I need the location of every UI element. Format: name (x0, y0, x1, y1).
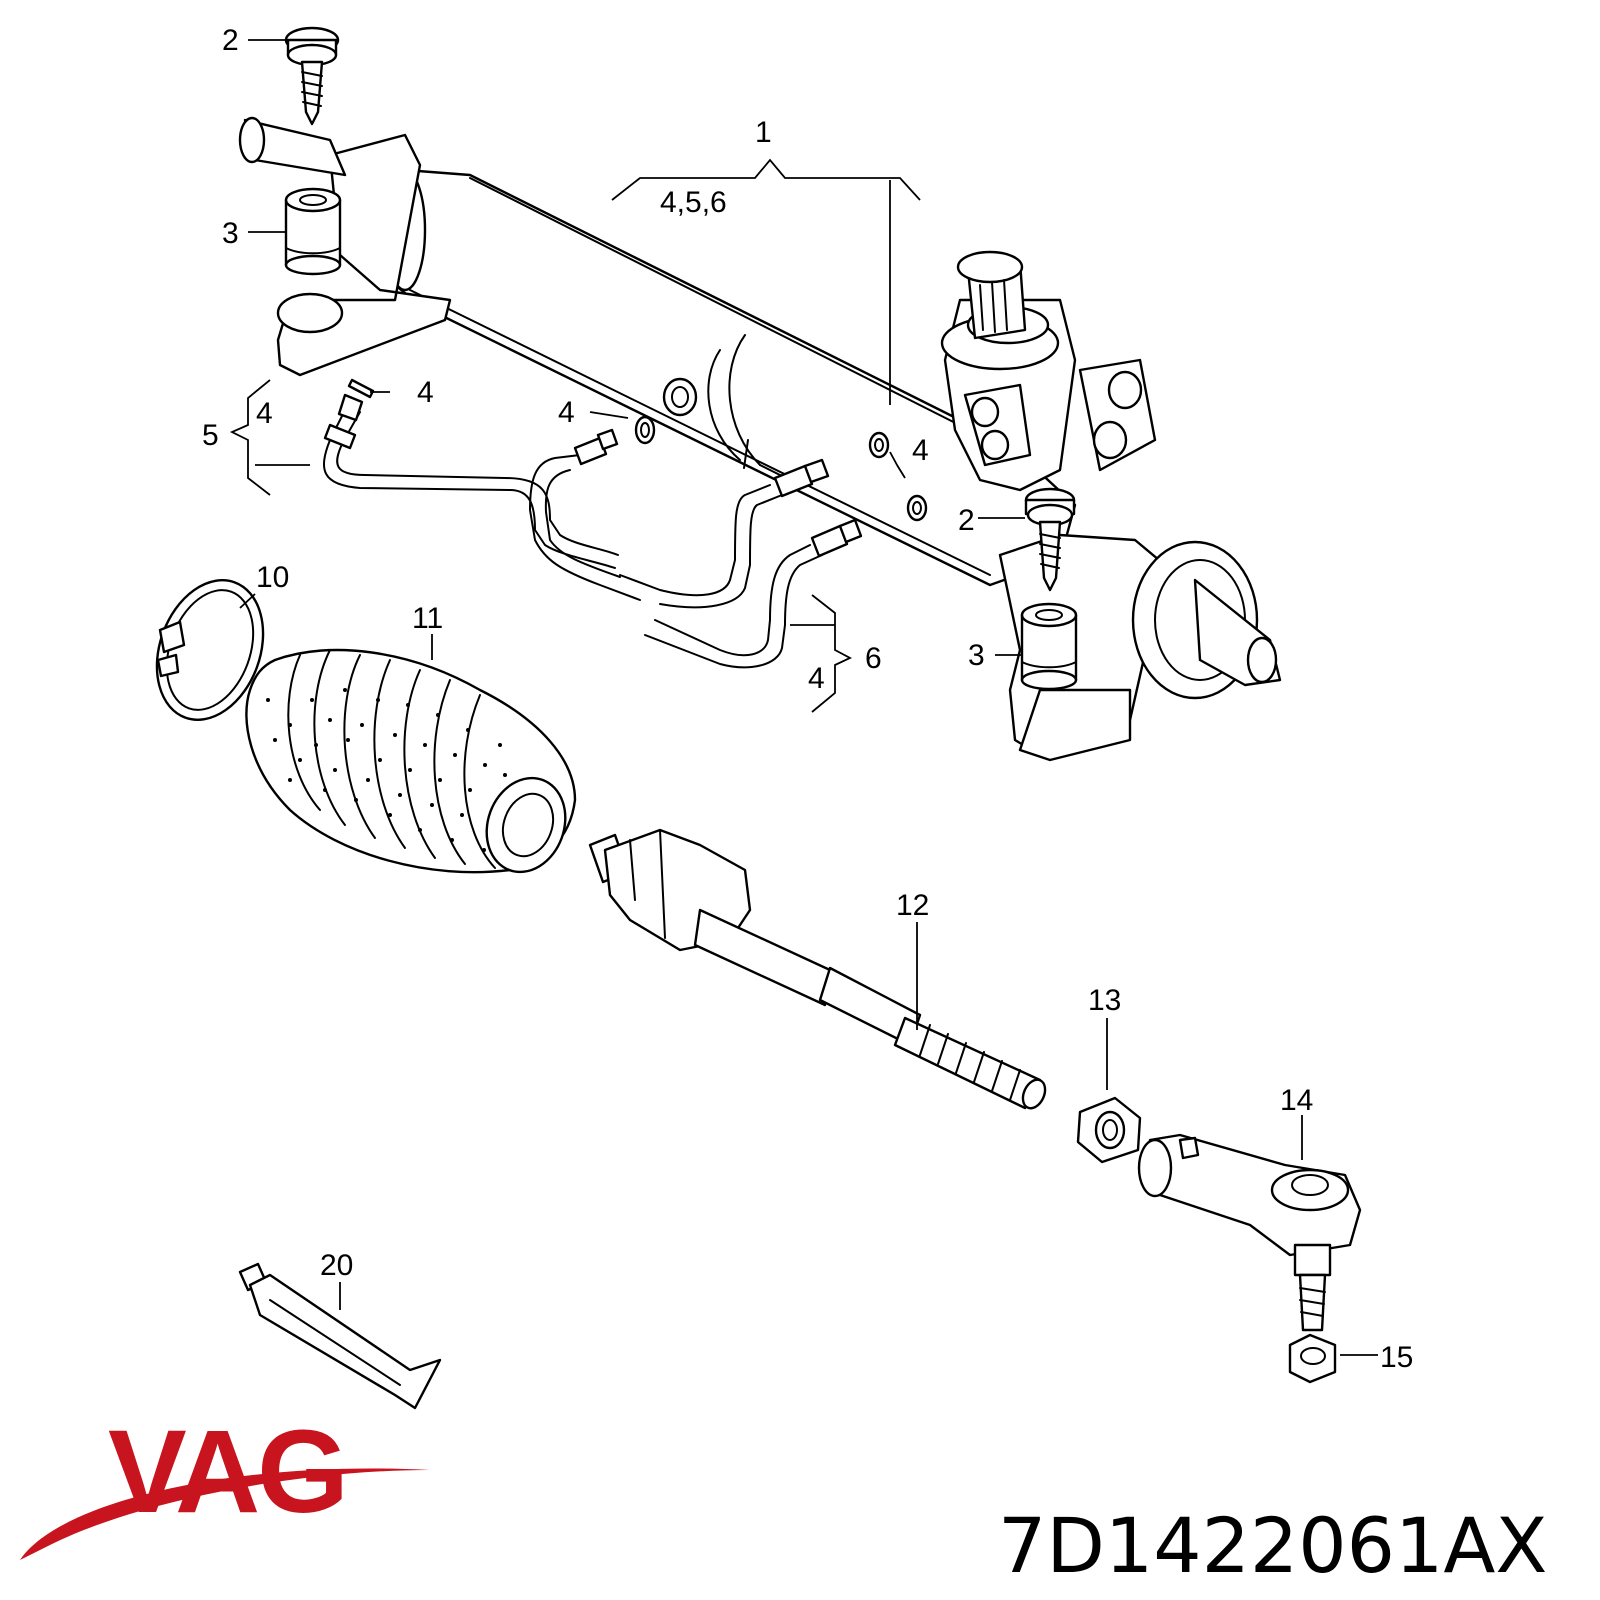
callout-4-ring-small: 4 (417, 376, 434, 409)
callout-10: 10 (256, 561, 289, 594)
vag-logo: VAG (20, 1406, 430, 1560)
seal-rings (347, 378, 928, 522)
bolt-upper (284, 26, 340, 126)
hydraulic-lines (323, 393, 863, 669)
vag-logo-swoosh (20, 1468, 430, 1560)
callout-4-brace-right: 4 (808, 662, 825, 695)
callout-4-ring-mid: 4 (558, 396, 575, 429)
callout-3-lower: 3 (968, 639, 985, 672)
callout-15: 15 (1380, 1341, 1413, 1374)
leader-lines (229, 39, 1378, 1356)
callout-4-brace-left: 4 (256, 397, 273, 430)
grease-tube (238, 1262, 442, 1410)
callout-labels: 1 4,5,6 2 3 4 4 5 4 4 2 3 6 4 10 11 12 1… (202, 24, 1413, 1374)
boot-clamp (155, 579, 265, 721)
callout-14: 14 (1280, 1084, 1313, 1117)
callout-12: 12 (896, 889, 929, 922)
callout-20: 20 (320, 1249, 353, 1282)
jam-nut (1076, 1096, 1142, 1164)
callout-1: 1 (755, 116, 772, 149)
callout-11: 11 (412, 602, 443, 635)
bushing-upper (284, 187, 342, 276)
vag-logo-text: VAG (108, 1406, 346, 1538)
callout-6: 6 (865, 642, 882, 675)
callout-4-rings-right: 4 (912, 434, 929, 467)
callout-2-lower: 2 (958, 504, 975, 537)
tie-rod-end (1137, 1133, 1362, 1332)
bellows-boot (245, 648, 577, 874)
bushing-lower (1020, 602, 1078, 691)
callout-3-upper: 3 (222, 217, 239, 250)
bolt-lower (1024, 487, 1076, 592)
callout-4-5-6: 4,5,6 (660, 186, 727, 219)
callout-2-upper: 2 (222, 24, 239, 57)
hex-nut (1288, 1333, 1337, 1384)
inner-tie-rod (588, 828, 1047, 1110)
callout-5: 5 (202, 419, 219, 452)
part-number: 7D1422061AX (998, 1501, 1547, 1590)
callout-13: 13 (1088, 984, 1121, 1017)
steering-rack-housing (238, 116, 1282, 762)
